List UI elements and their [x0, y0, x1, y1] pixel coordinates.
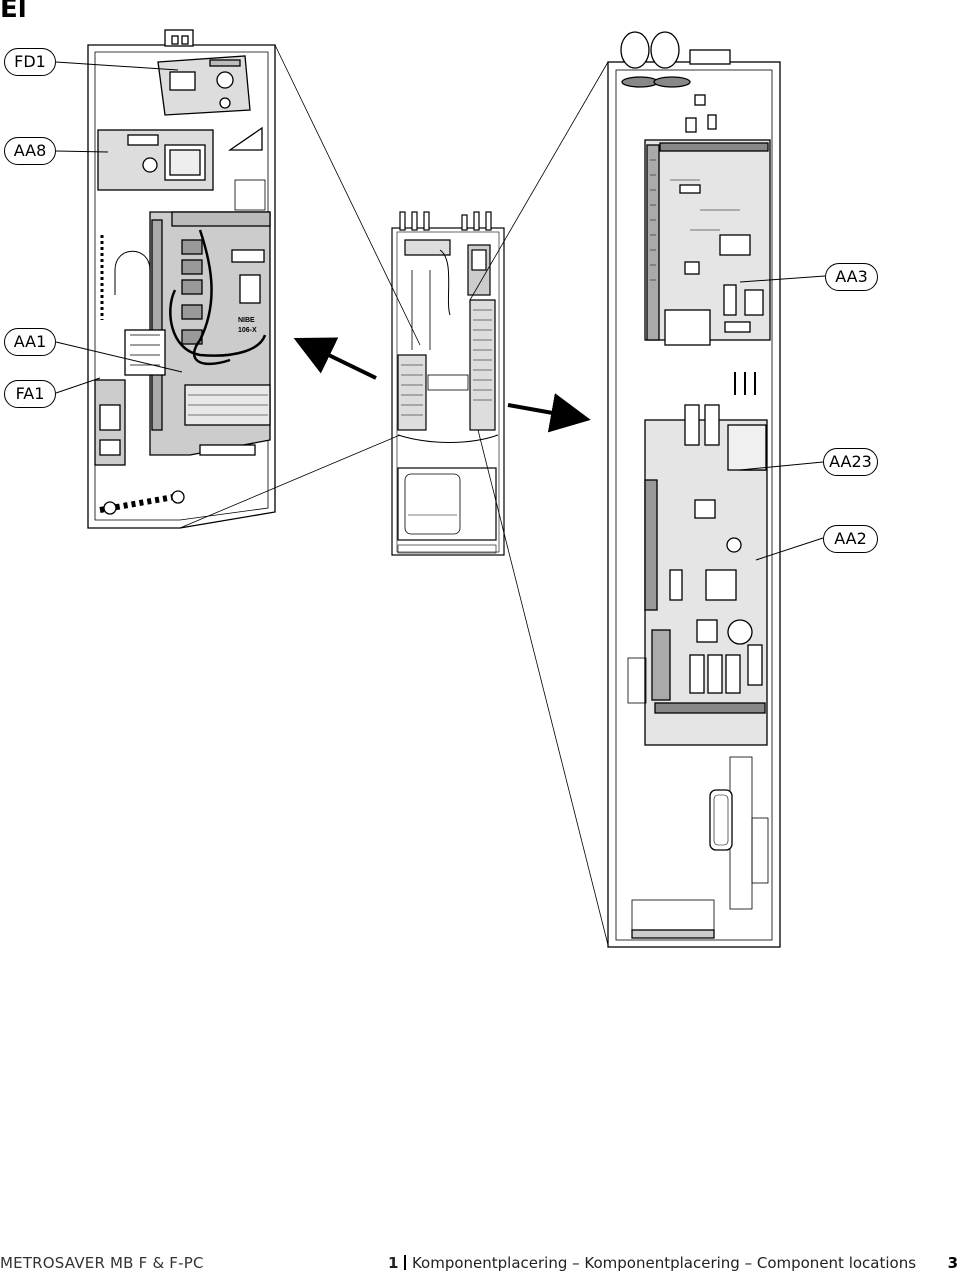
footer-chapter: 1 Komponentplacering – Komponentplacering… [388, 1254, 916, 1272]
aa3-component [644, 139, 771, 346]
zoom-guide-lines [179, 44, 609, 946]
footer-model: METROSAVER MB F & F-PC [0, 1254, 204, 1272]
callout-aa2: AA2 [823, 525, 878, 553]
footer-page-number: 3 [947, 1254, 958, 1272]
footer-separator [404, 1255, 406, 1270]
footer-chapter-number: 1 [388, 1254, 399, 1272]
callout-fa1: FA1 [4, 380, 56, 408]
fd1-component [157, 55, 251, 116]
footer-chapter-title: Komponentplacering – Komponentplacering … [411, 1254, 917, 1272]
page-title: El [0, 0, 27, 24]
aa23-component [727, 424, 767, 471]
aa1-component [149, 211, 271, 456]
board-marking-model: 106-X [238, 327, 257, 334]
callout-aa3: AA3 [825, 263, 878, 291]
board-marking-nibe: NIBE [238, 317, 255, 324]
arrow-to-left-detail [293, 337, 377, 380]
callout-aa1: AA1 [4, 328, 56, 356]
arrow-to-right-detail [507, 393, 591, 433]
middle-unit [391, 211, 505, 556]
aa2-component [644, 404, 768, 746]
fa1-component [94, 379, 126, 466]
callout-fd1: FD1 [4, 48, 56, 76]
left-cabinet-detail: NIBE 106-X [87, 29, 276, 529]
component-diagram: NIBE 106-X [55, 29, 826, 948]
right-cabinet-detail [607, 31, 781, 948]
aa8-component [97, 129, 214, 191]
page-footer: METROSAVER MB F & F-PC 1 Komponentplaceri… [0, 1254, 960, 1276]
callout-leaders [55, 61, 826, 561]
callout-aa23: AA23 [823, 448, 878, 476]
callout-aa8: AA8 [4, 137, 56, 165]
